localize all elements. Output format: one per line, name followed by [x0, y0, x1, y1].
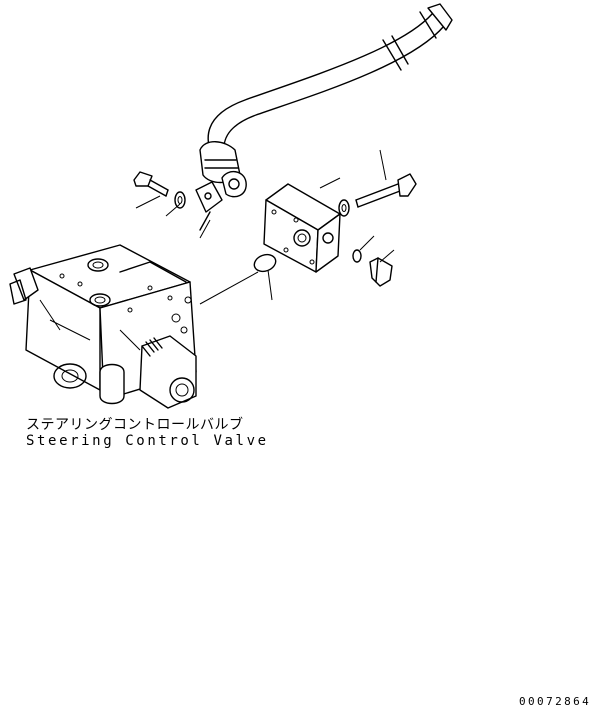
hydraulic-hose[interactable]	[199, 3, 453, 198]
steering-control-valve[interactable]	[9, 244, 197, 409]
leader-lines	[135, 149, 395, 305]
o-ring[interactable]	[252, 252, 278, 275]
long-bolt[interactable]	[355, 173, 417, 208]
plug[interactable]	[369, 257, 393, 287]
component-label-english: Steering Control Valve	[26, 433, 269, 449]
washer-right[interactable]	[338, 199, 350, 217]
split-flange[interactable]	[195, 181, 223, 231]
drawing-number: 00072864	[519, 695, 592, 708]
bolt-left[interactable]	[133, 171, 169, 197]
plug-seal[interactable]	[352, 249, 362, 263]
adapter-block[interactable]	[263, 183, 341, 273]
component-label-japanese: ステアリングコントロールバルブ	[26, 417, 244, 433]
washer-left[interactable]	[174, 191, 186, 209]
